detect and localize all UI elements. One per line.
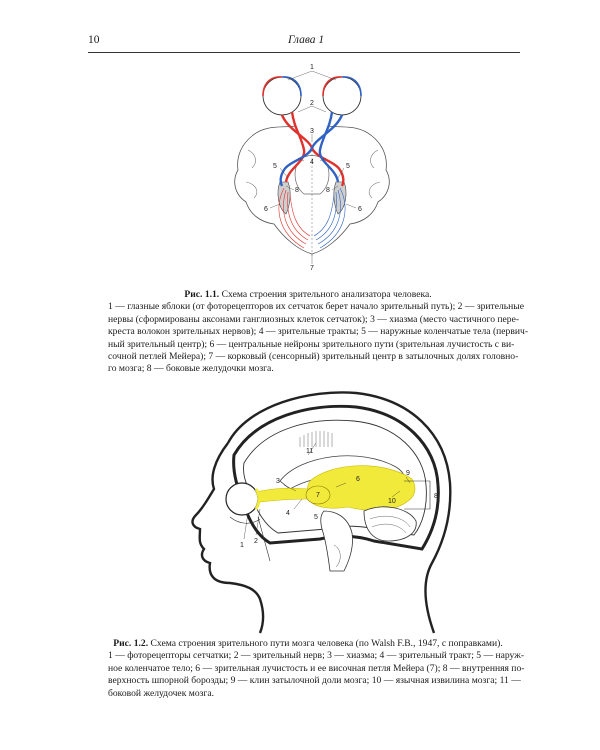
callout-8: 8 — [434, 493, 438, 500]
figure-2-label: Рис. 1.2. — [113, 638, 149, 649]
blue-optic-pathway — [279, 111, 344, 187]
brainstem — [320, 510, 353, 572]
callout-3: 3 — [310, 128, 314, 135]
figure-1-visual-analyzer-diagram: 1 2 3 4 5 5 6 6 7 8 8 — [234, 64, 390, 272]
figure-1-title: Схема строения зрительного анализатора ч… — [221, 289, 432, 300]
running-header: 10 Глава 1 — [88, 30, 520, 53]
callout-2: 2 — [254, 538, 258, 545]
callout-5-right: 5 — [346, 163, 350, 170]
callout-7: 7 — [316, 492, 320, 499]
callout-1: 1 — [240, 542, 244, 549]
caption-line: ный зрительный центр); 6 — центральные н… — [108, 338, 515, 350]
figure-1-label: Рис. 1.1. — [184, 289, 220, 300]
caption-line: 1 — фоторецепторы сетчатки; 2 — зрительн… — [108, 650, 525, 662]
callout-5-left: 5 — [273, 163, 277, 170]
left-eyeball — [262, 76, 302, 116]
thalamus-shape — [294, 155, 330, 195]
cerebellum — [363, 506, 417, 542]
caption-line: креста волокон зрительных нервов); 4 — з… — [108, 326, 529, 338]
hatched-gyrus — [299, 431, 333, 447]
figure-2-caption: Рис. 1.2. Схема строения зрительного пут… — [108, 638, 525, 700]
optic-radiation-fibers — [278, 187, 346, 249]
chapter-title: Глава 1 — [288, 34, 325, 46]
callout-4: 4 — [286, 510, 290, 517]
callout-9: 9 — [406, 470, 410, 477]
caption-line: го мозга; 8 — боковые желудочки мозга. — [108, 363, 274, 375]
caption-line: сочной петлей Мейера); 7 — корковый (сен… — [108, 351, 519, 363]
figure-2-head-section-diagram: 1 2 3 4 5 6 7 8 9 10 11 — [191, 391, 452, 634]
callout-7: 7 — [310, 265, 314, 272]
page-number: 10 — [88, 34, 100, 46]
callout-10: 10 — [388, 498, 396, 505]
eyeball — [225, 482, 259, 516]
callout-6-right: 6 — [358, 206, 362, 213]
callout-4: 4 — [310, 159, 314, 166]
right-eyeball — [322, 76, 362, 116]
callout-1: 1 — [310, 64, 314, 71]
caption-line: верхность шпорной борозды; 9 — клин заты… — [108, 675, 521, 687]
head-profile-outline — [191, 391, 452, 634]
lateral-geniculate-body — [305, 485, 331, 505]
red-optic-pathway — [280, 111, 345, 187]
caption-line: 1 — глазные яблоки (от фоторецепторов их… — [108, 301, 525, 313]
callout-3: 3 — [276, 478, 280, 485]
figure-1-caption: Рис. 1.1. Схема строения зрительного ана… — [108, 289, 529, 376]
callout-6-left: 6 — [264, 206, 268, 213]
callout-2: 2 — [310, 100, 314, 107]
caption-line: ное коленчатое тело; 6 — зрительная лучи… — [108, 662, 525, 674]
callout-5: 5 — [314, 514, 318, 521]
caption-line: нервы (сформированы аксонами ганглиозных… — [108, 313, 520, 325]
callout-8-left: 8 — [295, 187, 299, 194]
callout-6: 6 — [356, 476, 360, 483]
callout-11: 11 — [306, 448, 313, 455]
figure-2-title: Схема строения зрительного пути мозга че… — [150, 638, 503, 649]
caption-line: боковой желудочек мозга. — [108, 687, 215, 699]
callout-8-right: 8 — [326, 187, 330, 194]
